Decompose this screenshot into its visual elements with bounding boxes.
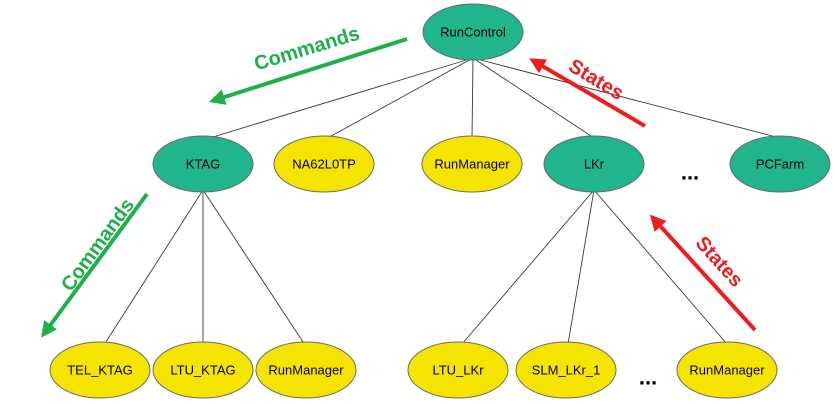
- states-arrow-right-label: States: [691, 232, 748, 291]
- node-tel-ktag[interactable]: TEL_KTAG: [49, 341, 151, 399]
- commands-arrow-top-line: [208, 37, 408, 105]
- edge-lkr-runmanager: [593, 189, 728, 345]
- node-ltu-ktag-label: LTU_KTAG: [170, 363, 235, 378]
- node-ktag[interactable]: KTAG: [152, 135, 254, 193]
- node-pcfarm[interactable]: PCFarm: [729, 135, 831, 193]
- node-runmanager-lkr-label: RunManager: [689, 363, 765, 378]
- states-arrow-right-line: [649, 214, 757, 332]
- node-tel-ktag-label: TEL_KTAG: [67, 363, 133, 378]
- node-ltu-lkr-label: LTU_LKr: [432, 363, 484, 378]
- node-runcontrol[interactable]: RunControl: [422, 3, 524, 61]
- node-ktag-label: KTAG: [186, 157, 220, 172]
- commands-arrow-left-line: [41, 192, 149, 338]
- edge-ktag-tel-ktag: [103, 189, 204, 346]
- node-pcfarm-label: PCFarm: [756, 157, 804, 172]
- node-lkr-label: LKr: [584, 157, 605, 172]
- node-runmanager-lkr[interactable]: RunManager: [676, 341, 778, 399]
- states-arrow-top-line: [529, 58, 647, 128]
- node-runmanager-top[interactable]: RunManager: [421, 135, 523, 193]
- node-runcontrol-label: RunControl: [440, 25, 506, 40]
- tree-edges: [103, 57, 781, 346]
- node-runmanager-top-label: RunManager: [434, 157, 510, 172]
- commands-arrow-left-label: Commands: [57, 194, 139, 295]
- node-na62l0tp[interactable]: NA62L0TP: [273, 135, 375, 193]
- commands-arrow-left: Commands: [41, 192, 149, 338]
- edge-runcontrol-pcfarm: [472, 57, 781, 139]
- node-runmanager-ktag-label: RunManager: [268, 363, 344, 378]
- commands-arrow-top-label: Commands: [252, 23, 363, 76]
- edge-lkr-ltu-lkr: [461, 189, 595, 345]
- node-runmanager-ktag[interactable]: RunManager: [255, 341, 357, 399]
- node-slm-lkr-1-label: SLM_LKr_1: [532, 363, 601, 378]
- node-ltu-ktag[interactable]: LTU_KTAG: [152, 341, 254, 399]
- node-slm-lkr-1[interactable]: SLM_LKr_1: [515, 341, 617, 399]
- edge-ktag-runmanager: [202, 189, 306, 346]
- states-arrow-right: States: [649, 214, 757, 332]
- commands-arrow-top: Commands: [208, 23, 408, 105]
- edge-runcontrol-runmanager: [471, 57, 474, 140]
- node-lkr[interactable]: LKr: [543, 135, 645, 193]
- edge-runcontrol-na62l0tp: [323, 57, 474, 141]
- edge-runcontrol-ktag: [202, 57, 474, 141]
- states-arrow-top: States: [529, 55, 647, 128]
- node-na62l0tp-label: NA62L0TP: [292, 157, 356, 172]
- edge-lkr-slm-lkr-1: [567, 189, 595, 345]
- lkr-children-ellipsis: ...: [639, 365, 657, 390]
- node-ltu-lkr[interactable]: LTU_LKr: [407, 341, 509, 399]
- edge-runcontrol-lkr: [472, 57, 595, 139]
- level1-ellipsis: ...: [681, 160, 699, 185]
